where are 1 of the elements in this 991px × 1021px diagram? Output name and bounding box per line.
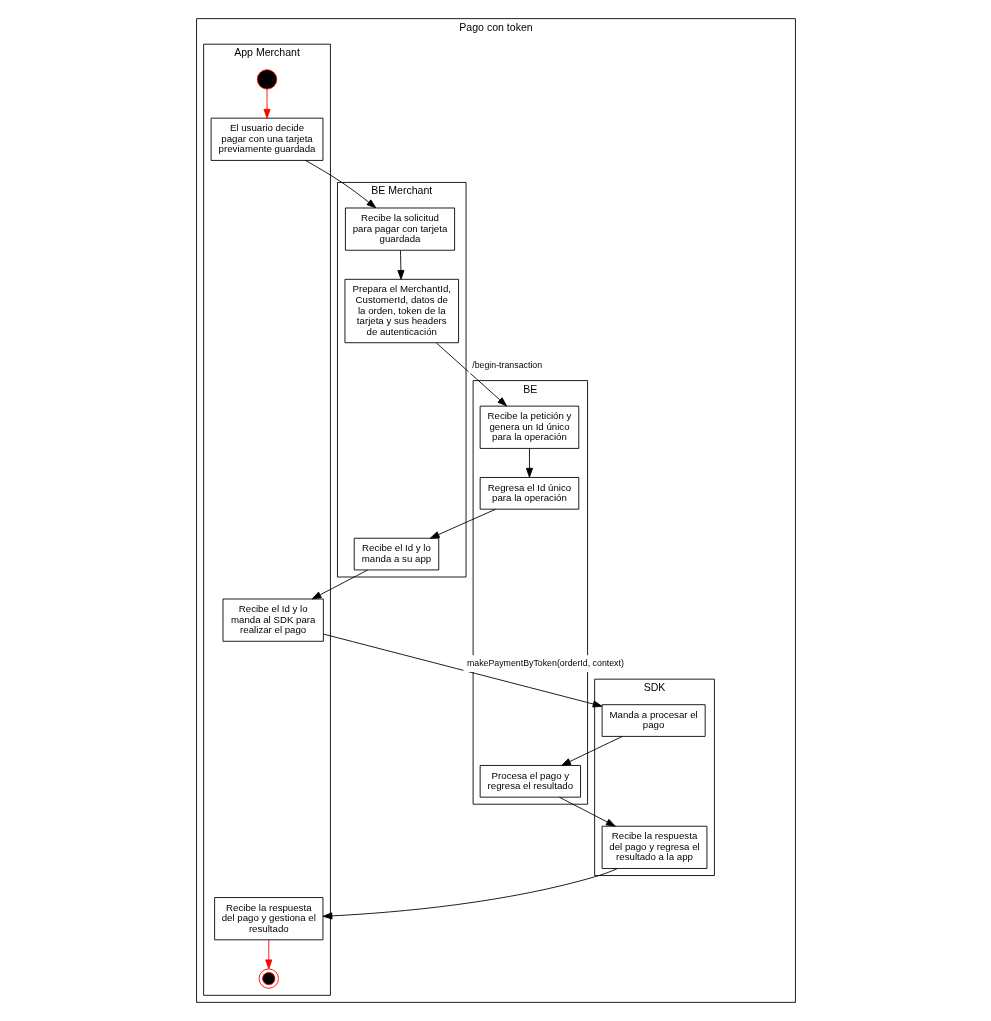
edge-label: /begin-transaction — [471, 359, 542, 370]
